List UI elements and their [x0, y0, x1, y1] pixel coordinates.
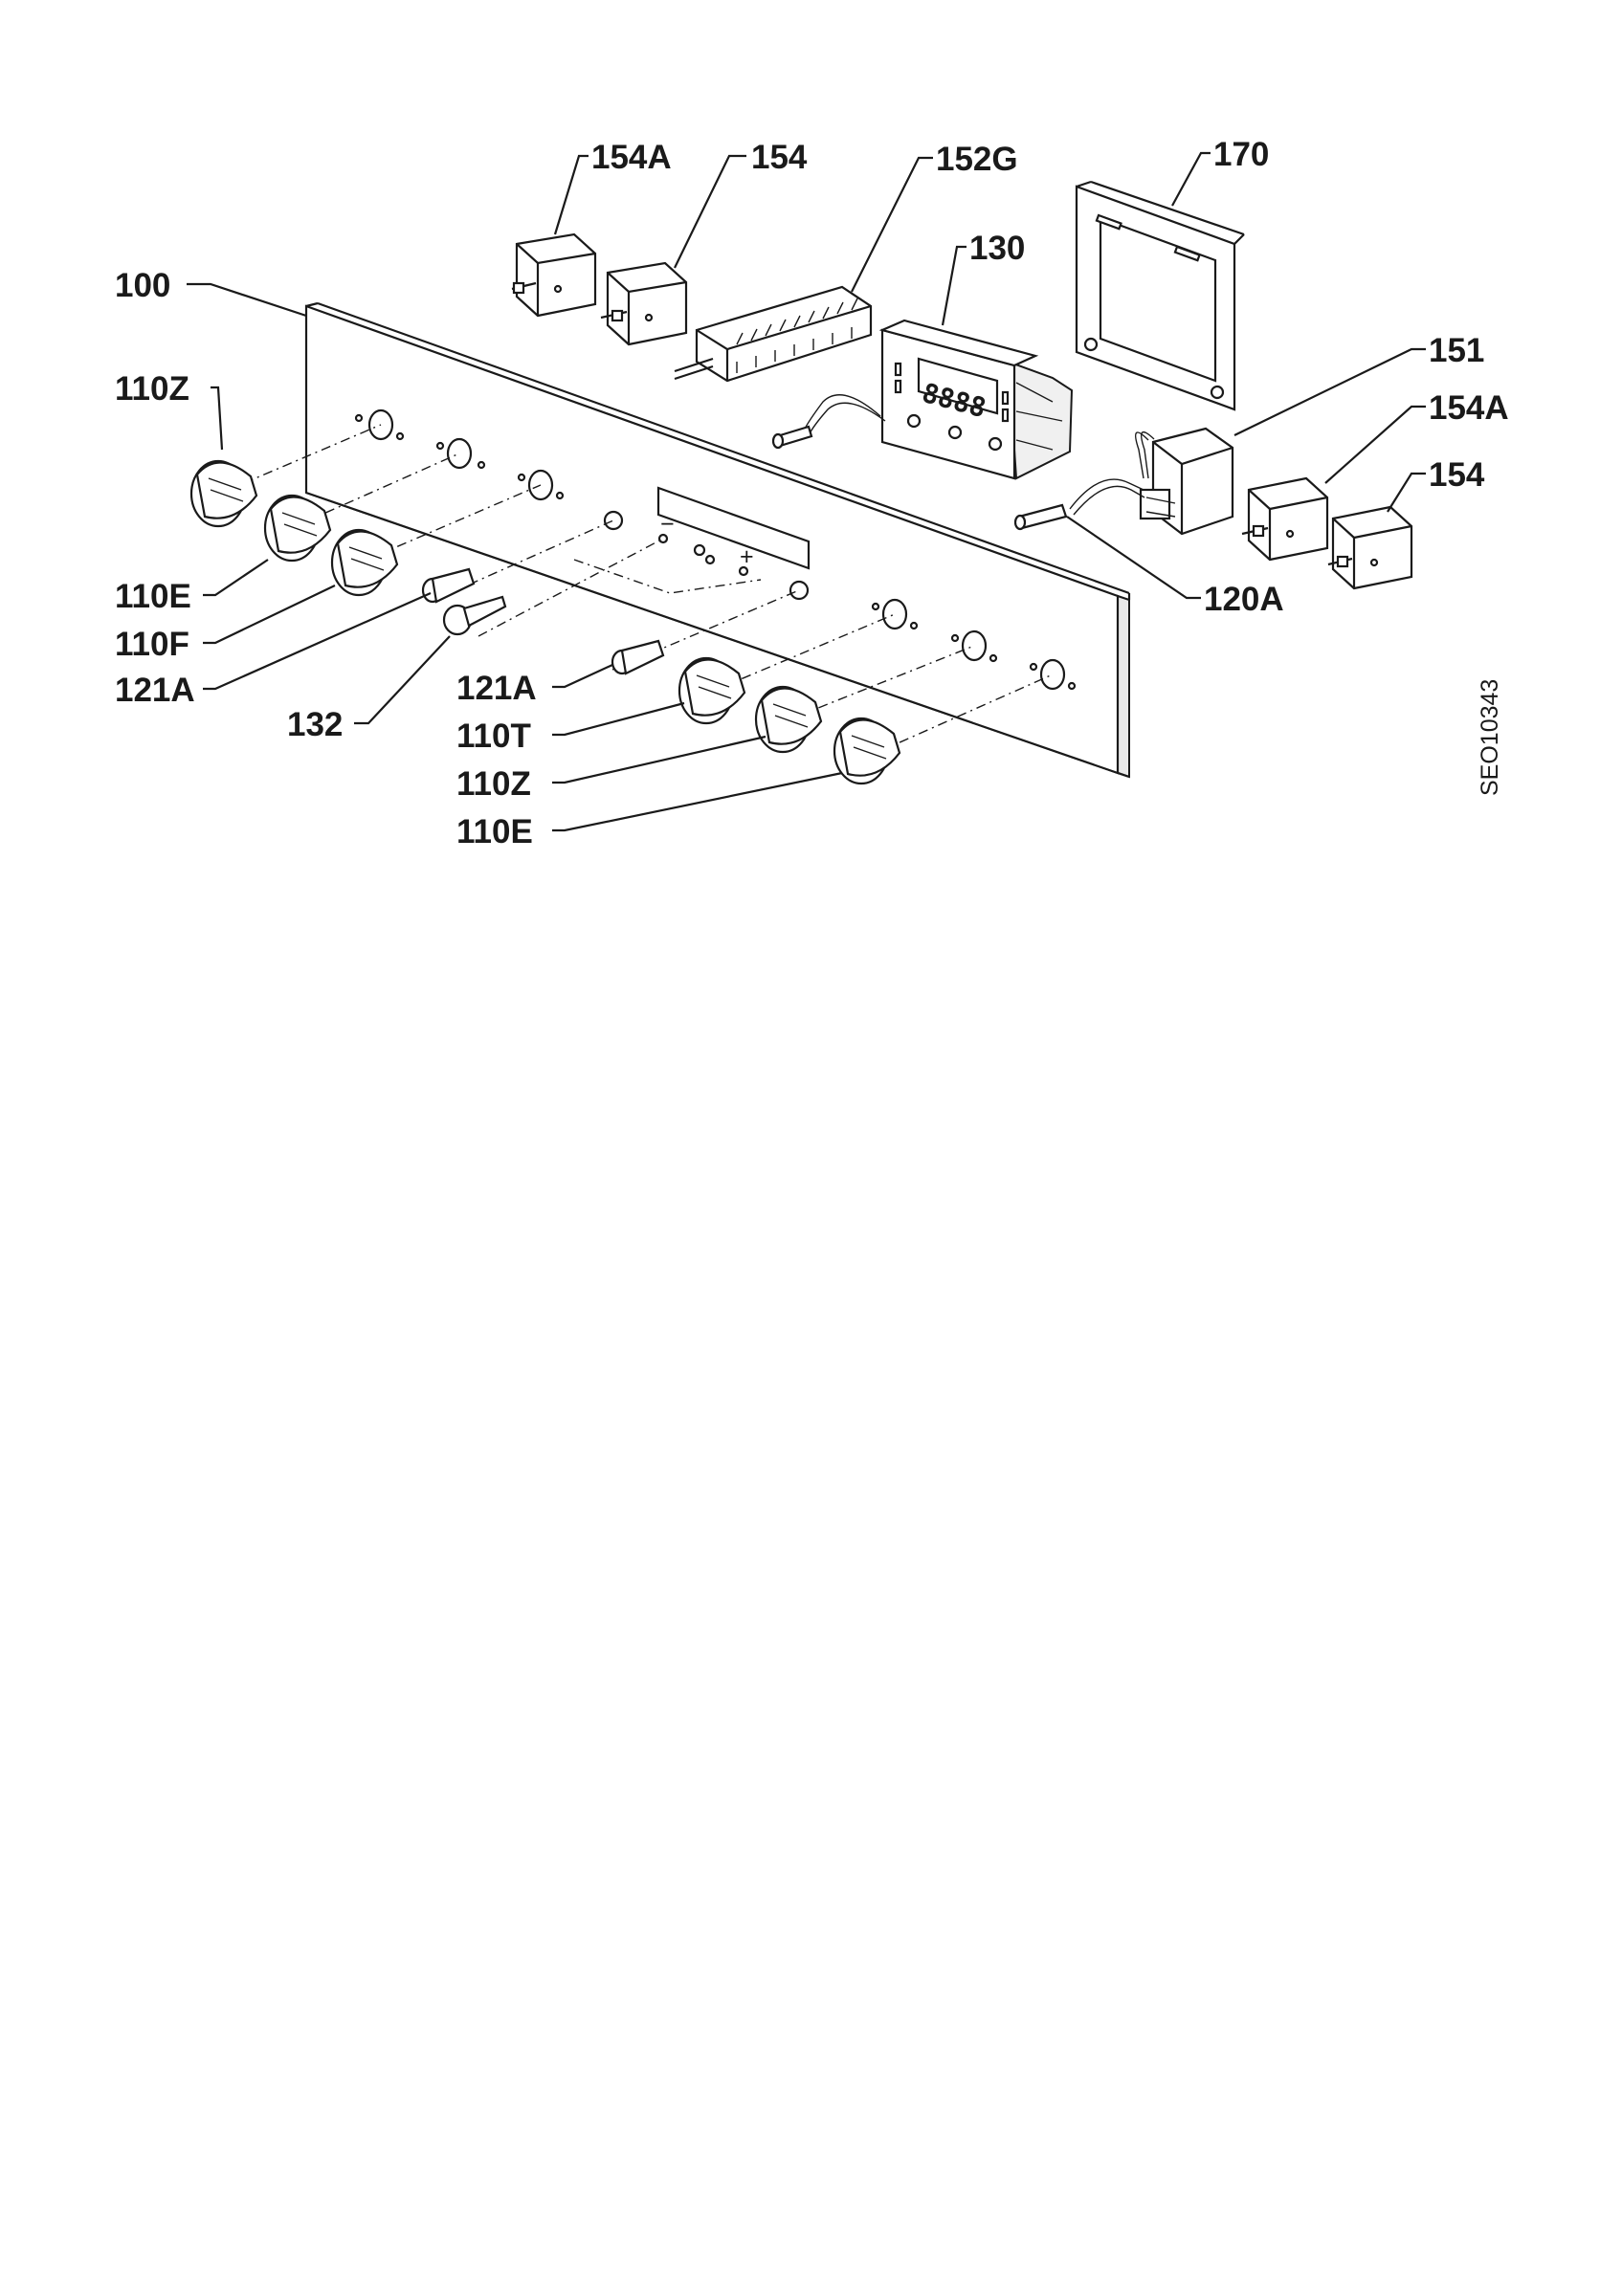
- knob-110Z-center: [754, 685, 823, 754]
- selector-152G: [674, 285, 873, 383]
- frame-170: [1075, 180, 1245, 411]
- switch-154A-right: [1241, 476, 1329, 562]
- lamp-hole: [603, 510, 624, 531]
- drawing-code: SEO10343: [1477, 679, 1503, 796]
- label-152G: 152G: [936, 141, 1018, 178]
- label-110E-left: 110E: [115, 578, 191, 615]
- label-110Z-left: 110Z: [115, 370, 189, 408]
- knob-110F: [330, 528, 399, 597]
- lamp-121A-center: [611, 639, 665, 675]
- knob-110Z-left: [189, 459, 258, 528]
- knob-110E-center: [833, 717, 901, 785]
- label-110Z-center: 110Z: [456, 765, 531, 803]
- timer-130: 8888: [878, 319, 1074, 480]
- label-100: 100: [115, 267, 170, 304]
- label-132: 132: [287, 706, 343, 743]
- switch-154-top: [600, 261, 688, 346]
- label-110E-center: 110E: [456, 813, 533, 850]
- label-110T: 110T: [456, 718, 531, 755]
- label-110F: 110F: [115, 626, 189, 663]
- label-170: 170: [1213, 136, 1269, 173]
- button-132: [442, 595, 507, 636]
- switch-154A-top: [511, 232, 597, 318]
- label-130: 130: [969, 230, 1025, 267]
- label-154A-top: 154A: [591, 139, 672, 176]
- switch-154-right: [1327, 505, 1413, 590]
- display-window: [656, 486, 811, 570]
- label-154-top: 154: [751, 139, 808, 176]
- label-120A: 120A: [1204, 581, 1284, 618]
- assembly-lines: [243, 424, 1054, 752]
- timer-130-wire: [771, 394, 886, 450]
- timer-display: [917, 357, 999, 415]
- label-121A-center: 121A: [456, 670, 537, 707]
- lamp-hole: [789, 580, 810, 601]
- plus-symbol: +: [740, 543, 754, 570]
- part-labels: 100 110Z 110E 110F 121A 132 121A 110T 11…: [115, 136, 1509, 850]
- knob-hole: [1039, 658, 1066, 691]
- label-154-right: 154: [1429, 456, 1485, 494]
- probe-120A: [1013, 478, 1145, 531]
- lamp-121A-left: [421, 567, 476, 604]
- knob-hole: [881, 598, 908, 630]
- knob-110E-left: [263, 494, 332, 563]
- knob-hole: [446, 437, 473, 470]
- label-151: 151: [1429, 332, 1484, 369]
- label-154A-right: 154A: [1429, 389, 1509, 427]
- minus-symbol: −: [660, 511, 675, 538]
- label-121A-left: 121A: [115, 672, 195, 709]
- knob-hole: [961, 629, 988, 662]
- knob-110T: [678, 656, 746, 725]
- leader-lines: [187, 151, 1426, 832]
- transformer-151: [1135, 427, 1234, 536]
- control-panel-100: − +: [304, 301, 1131, 779]
